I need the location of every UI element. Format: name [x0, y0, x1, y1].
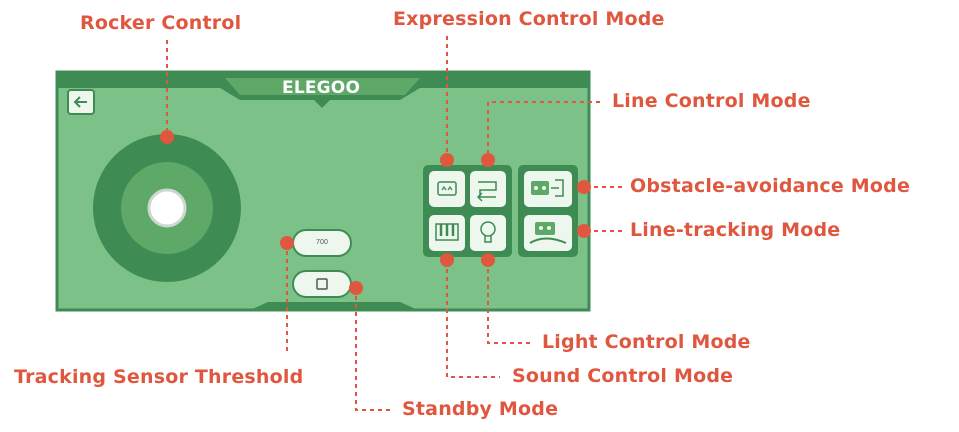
leader-light [487, 261, 532, 344]
threshold-value: 700 [316, 239, 328, 246]
dot-standby [349, 281, 363, 295]
dot-light [481, 253, 495, 267]
callout-lines [166, 36, 622, 411]
dot-rocker [160, 130, 174, 144]
line-tracking-mode-button[interactable] [524, 215, 572, 251]
back-arrow-icon [73, 96, 87, 108]
label-sound-control-mode: Sound Control Mode [512, 365, 734, 387]
piano-keys-icon [435, 223, 459, 241]
label-standby-mode: Standby Mode [402, 398, 559, 420]
rocker-control[interactable] [93, 134, 241, 282]
panel-header-inner [225, 78, 420, 95]
label-expression-control-mode: Expression Control Mode [393, 8, 665, 30]
label-line-tracking-mode: Line-tracking Mode [630, 219, 841, 241]
dot-threshold [280, 236, 294, 250]
dot-sound [440, 253, 454, 267]
leader-sound [446, 261, 500, 378]
dot-line-control [481, 153, 495, 167]
route-icon [476, 181, 497, 202]
callout-dots [160, 130, 591, 295]
auto-mode-button-group [518, 165, 578, 257]
dot-obstacle [577, 180, 591, 194]
dot-line-tracking [577, 224, 591, 238]
robot-obstacle-icon [531, 179, 564, 197]
sound-mode-button[interactable] [429, 215, 465, 251]
label-line-control-mode: Line Control Mode [612, 90, 811, 112]
light-mode-button[interactable] [470, 215, 506, 251]
face-icon [437, 181, 457, 196]
brand-logo: ELEGOO [282, 78, 361, 98]
label-tracking-sensor-threshold: Tracking Sensor Threshold [14, 366, 304, 388]
label-light-control-mode: Light Control Mode [542, 331, 751, 353]
leader-standby [355, 288, 394, 411]
expression-mode-button[interactable] [429, 171, 465, 207]
leader-line-control [487, 101, 600, 158]
bulb-icon [480, 221, 496, 243]
back-button[interactable] [67, 89, 95, 115]
square-stop-icon [316, 278, 328, 290]
label-obstacle-avoidance-mode: Obstacle-avoidance Mode [630, 175, 911, 197]
label-rocker-control: Rocker Control [80, 12, 242, 34]
obstacle-avoidance-mode-button[interactable] [524, 171, 572, 207]
dot-expression [440, 153, 454, 167]
line-control-mode-button[interactable] [470, 171, 506, 207]
robot-track-icon [529, 222, 567, 244]
standby-button[interactable] [292, 270, 352, 298]
joystick-knob[interactable] [147, 188, 187, 228]
mode-button-group [423, 165, 512, 257]
panel-bottom-band [250, 302, 418, 310]
